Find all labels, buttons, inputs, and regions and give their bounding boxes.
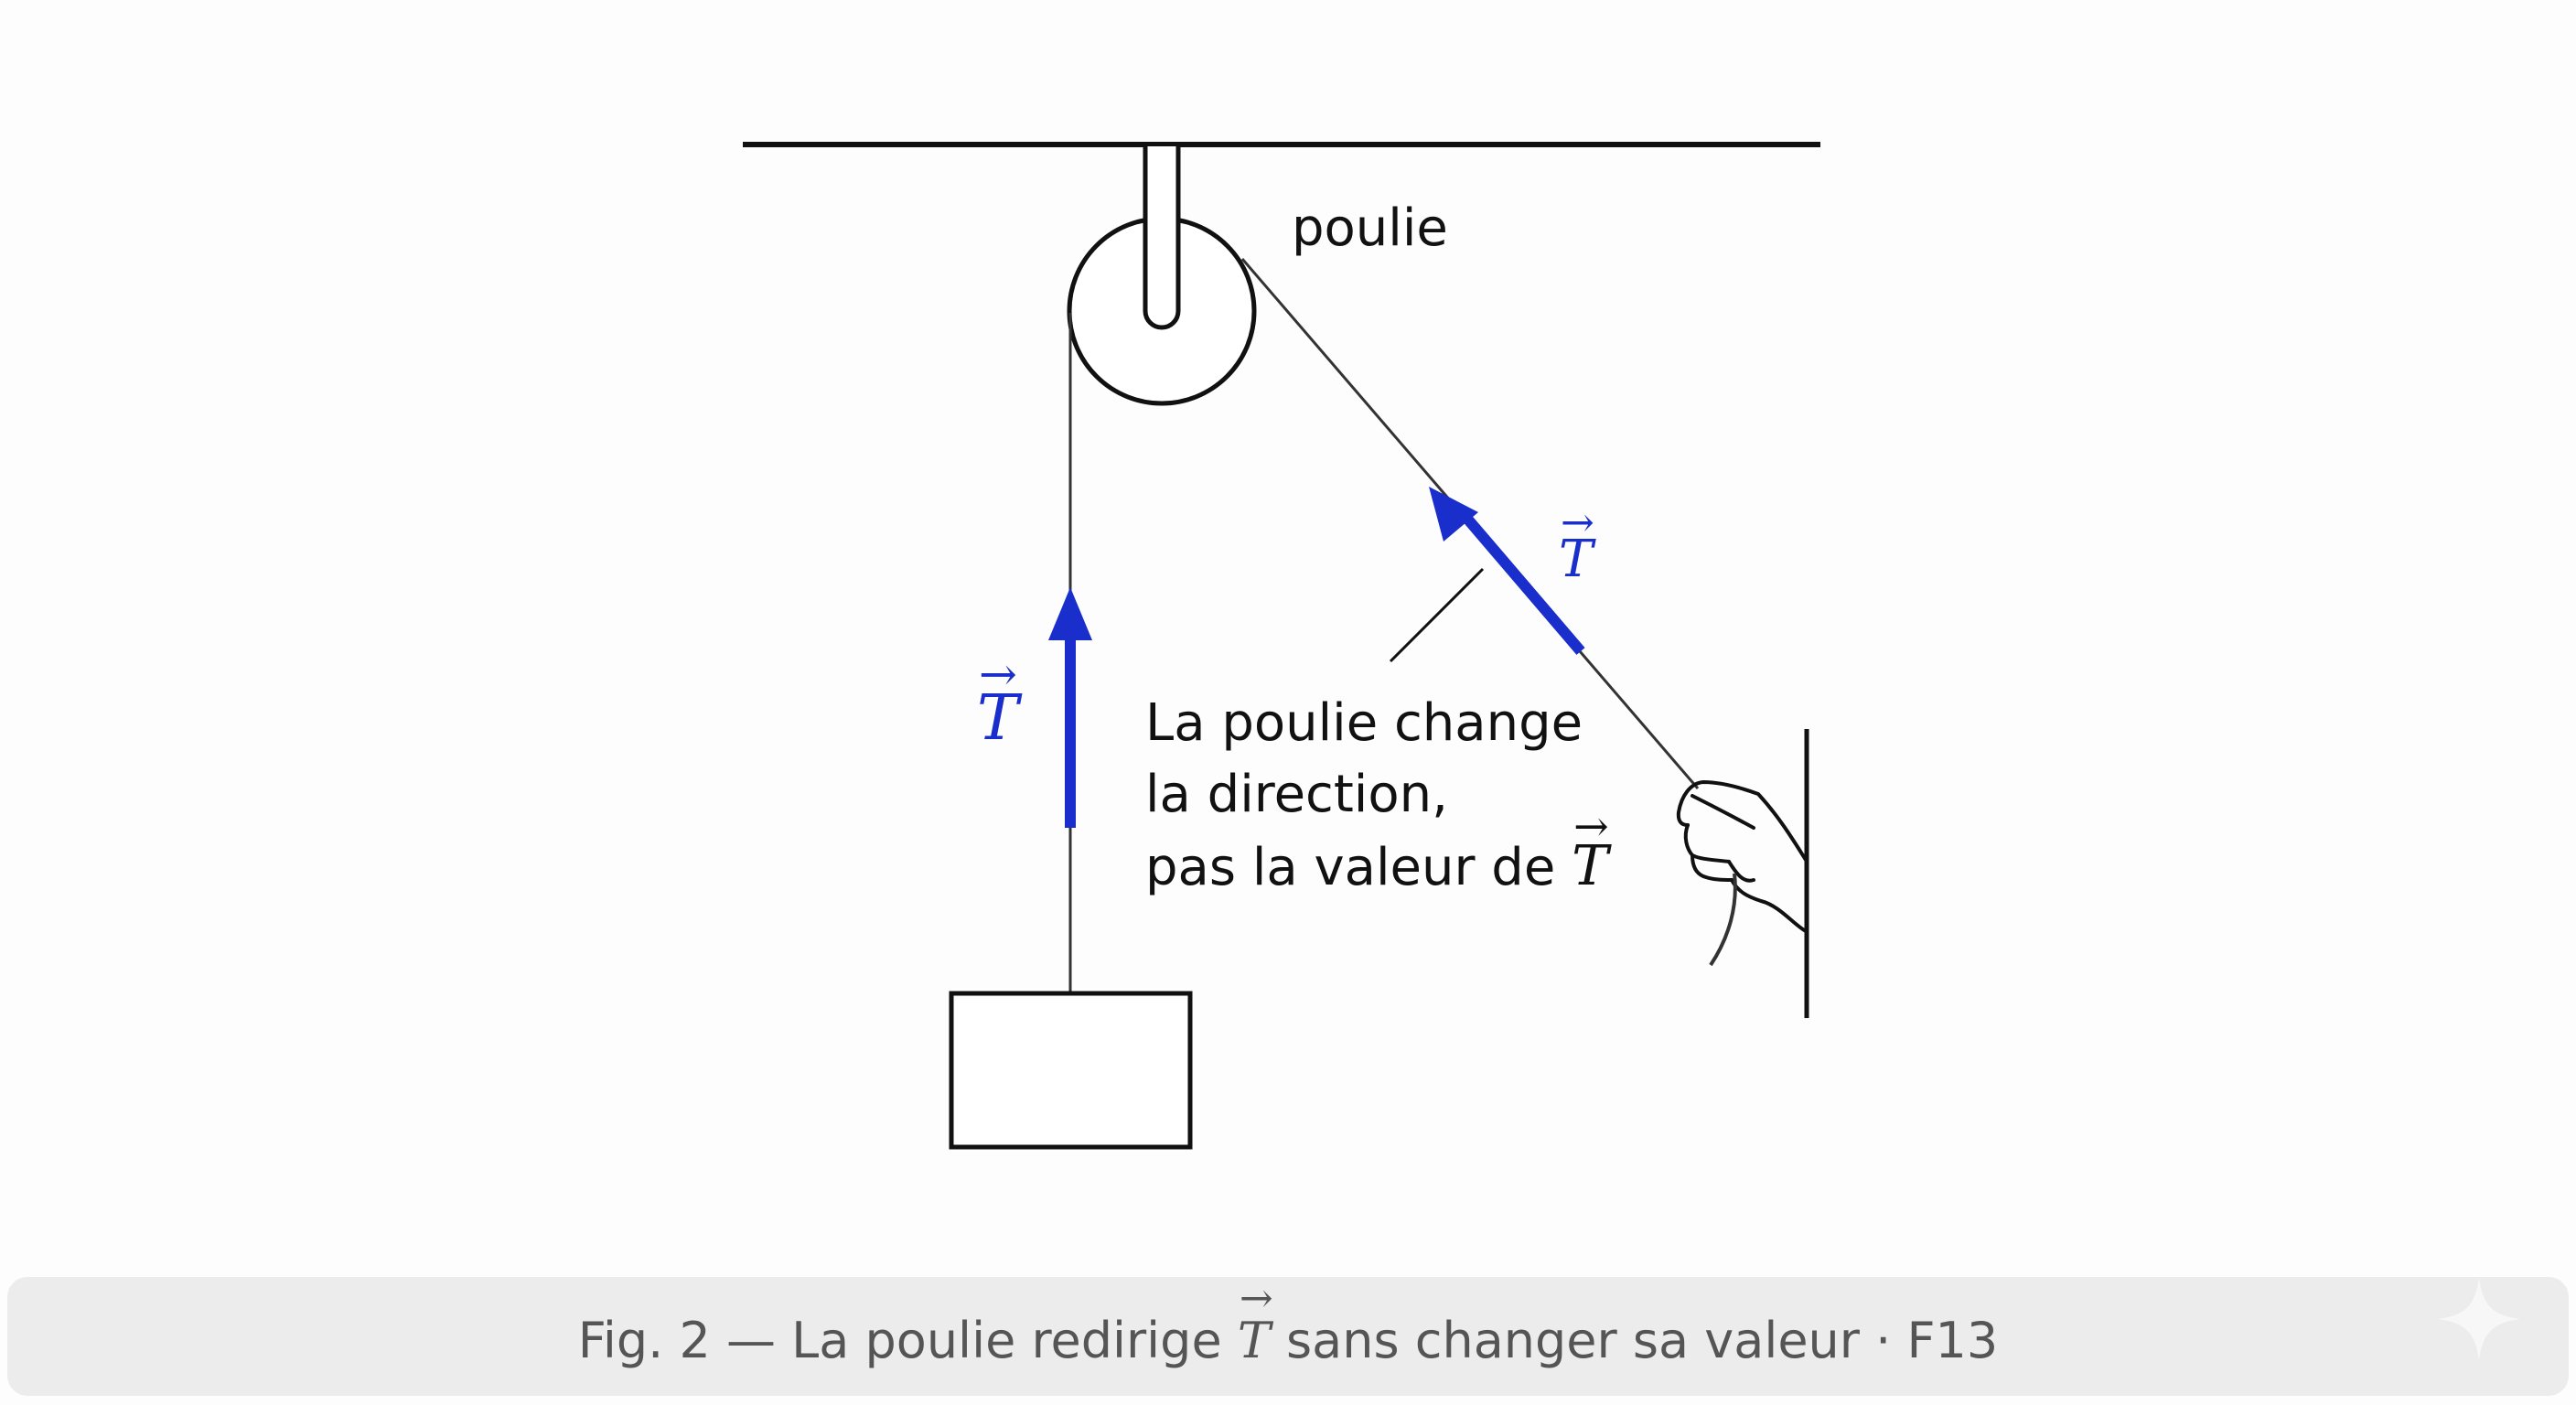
leader-line [1389,567,1485,663]
caption-bar: Fig. 2 — La poulie redirige →T sans chan… [7,1275,2569,1396]
pulley-hanger [1143,146,1181,330]
pulley-label: poulie [1292,198,1448,258]
tension-label-left: → T [977,648,1019,755]
vector-arrow-icon: → [1239,1275,1273,1322]
tension-label-diagonal: → T [1559,499,1594,589]
vector-arrow-icon: → [979,648,1017,701]
figure-caption: Fig. 2 — La poulie redirige →T sans chan… [577,1275,1999,1369]
annotation-note: La poulie change la direction, pas la va… [1145,688,1609,904]
note-line-3: pas la valeur de →T [1145,801,1609,904]
vector-arrow-icon: → [1561,499,1594,546]
note-line-1: La poulie change [1145,693,1583,753]
tension-symbol-inline: →T [1572,801,1609,902]
note-line-2: la direction, [1145,765,1448,824]
tension-vector-diagonal [1429,487,1585,655]
rope-tail [1709,873,1737,967]
tension-vector-left [1048,587,1092,828]
tension-symbol-caption: →T [1237,1275,1273,1369]
hand-icon [1676,780,1808,933]
load-block [949,991,1193,1150]
vector-arrow-icon: → [1573,801,1609,851]
sparkle-icon [2438,1278,2520,1360]
